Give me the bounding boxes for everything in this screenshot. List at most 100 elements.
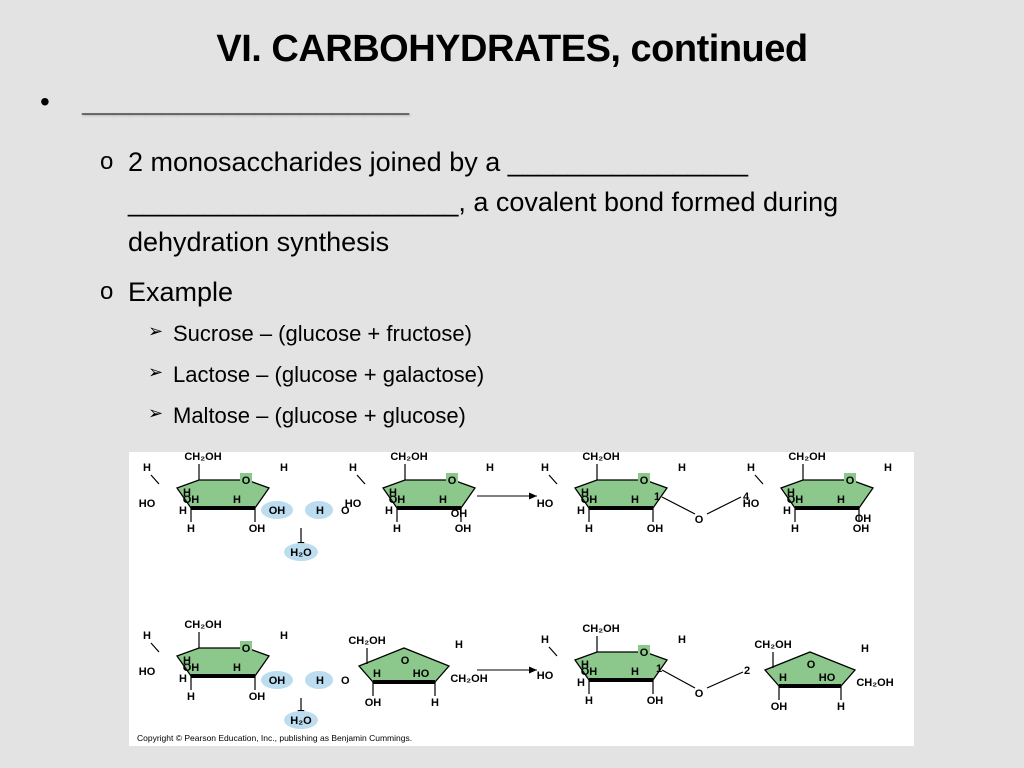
ho-label: HO xyxy=(413,668,430,680)
oh-label: OH xyxy=(853,523,870,535)
example-text: Maltose – (glucose + glucose) xyxy=(173,403,466,428)
h-label: H xyxy=(455,639,463,651)
sub-bullet-line: ______________________, a covalent bond … xyxy=(128,187,839,217)
bond-line xyxy=(754,474,764,485)
sub-bullet-marker: o xyxy=(100,148,114,175)
h-label: H xyxy=(280,630,288,642)
fill-in-blank: _____________________ xyxy=(82,86,410,117)
h-label: H xyxy=(373,668,381,680)
oh-label: OH xyxy=(647,523,664,535)
ring-oxygen: O xyxy=(640,647,649,659)
h-label: H xyxy=(280,462,288,474)
highlight-ellipse xyxy=(261,671,293,689)
oh-label: OH xyxy=(365,697,382,709)
h-label: H xyxy=(787,487,795,499)
h-label: H xyxy=(431,697,439,709)
sub-bullet-line: dehydration synthesis xyxy=(128,227,390,257)
ring-oxygen-bg xyxy=(399,653,411,666)
ring-oxygen: O xyxy=(448,475,457,487)
h-label: H xyxy=(631,666,639,678)
h-label: H xyxy=(541,634,549,646)
glycosidic-bond xyxy=(706,671,744,689)
glycosidic-bond xyxy=(706,496,742,515)
h-label: H xyxy=(349,462,357,474)
h-label: H xyxy=(747,462,755,474)
h-label: H xyxy=(385,505,393,517)
ring-oxygen-bg xyxy=(844,473,856,486)
example-text: Sucrose – (glucose + fructose) xyxy=(173,321,472,346)
ring-oxygen-bg xyxy=(240,641,252,654)
ring-oxygen: O xyxy=(807,659,816,671)
h-label: H xyxy=(393,523,401,535)
oh-label: OH xyxy=(771,701,788,713)
hydroxyl-label: OH xyxy=(269,505,286,517)
highlight-ellipse xyxy=(305,501,333,519)
h-label: H xyxy=(486,462,494,474)
h-label: H xyxy=(577,677,585,689)
h-label: H xyxy=(678,462,686,474)
h-label: H xyxy=(143,630,151,642)
h-label: H xyxy=(779,672,787,684)
copyright-notice: Copyright © Pearson Education, Inc., pub… xyxy=(137,733,413,743)
h-label: H xyxy=(631,494,639,506)
bond-line xyxy=(356,474,366,485)
ring-oxygen-bg xyxy=(638,645,650,658)
h-label: H xyxy=(233,662,241,674)
ho-label: HO xyxy=(345,498,362,510)
ring-oxygen: O xyxy=(846,475,855,487)
ho-label: HO xyxy=(537,498,554,510)
highlight-ellipse xyxy=(261,501,293,519)
carbon-number: 2 xyxy=(744,665,750,677)
ring-oxygen: O xyxy=(242,475,251,487)
h-label: H xyxy=(577,505,585,517)
bond-line xyxy=(548,474,558,485)
oh-label: OH xyxy=(855,513,872,525)
ch2oh-label: CH₂OH xyxy=(348,635,385,647)
ring-oxygen-bg xyxy=(240,473,252,486)
h-label: H xyxy=(837,494,845,506)
ch2oh-label: CH₂OH xyxy=(450,673,487,685)
water-label: H₂O xyxy=(290,547,312,559)
oh-label: OH xyxy=(249,691,266,703)
arrow-bullet-icon: ➢ xyxy=(148,321,164,341)
carbon-number: 1 xyxy=(654,491,660,503)
h-label: H xyxy=(837,701,845,713)
ch2oh-label: CH₂OH xyxy=(582,623,619,635)
oh-label: OH xyxy=(787,494,804,506)
h-label: H xyxy=(439,494,447,506)
ring-oxygen-bg xyxy=(805,657,817,670)
sub-bullet-line: 2 monosaccharides joined by a __________… xyxy=(128,147,748,177)
ring-oxygen-bg xyxy=(446,473,458,486)
glycosidic-bond xyxy=(661,669,696,689)
oh-label: OH xyxy=(389,494,406,506)
arrow-head xyxy=(529,492,537,500)
ch2oh-label: CH₂OH xyxy=(184,619,221,631)
highlight-ellipse xyxy=(284,711,318,729)
h-label: H xyxy=(316,675,324,687)
h-label: H xyxy=(179,505,187,517)
carbon-number: 1 xyxy=(656,663,662,675)
arrow-bullet-icon: ➢ xyxy=(148,403,164,423)
ch2oh-label: CH₂OH xyxy=(788,452,825,463)
h-label: H xyxy=(179,673,187,685)
h-label: H xyxy=(183,487,191,499)
h-label: H xyxy=(581,487,589,499)
ho-label: HO xyxy=(139,498,156,510)
arrow-head xyxy=(529,666,537,674)
water-label: H₂O xyxy=(290,715,312,727)
bullet-dot: • xyxy=(40,86,50,117)
h-label: H xyxy=(585,695,593,707)
ho-label: HO xyxy=(139,666,156,678)
example-text: Lactose – (glucose + galactose) xyxy=(173,362,485,387)
h-label: H xyxy=(541,462,549,474)
highlight-ellipse xyxy=(305,671,333,689)
slide-title: VI. CARBOHYDRATES, continued xyxy=(216,28,808,70)
ch2oh-label: CH₂OH xyxy=(856,677,893,689)
highlight-ellipse xyxy=(284,543,318,561)
ring-oxygen-bg xyxy=(638,473,650,486)
ring-oxygen: O xyxy=(242,643,251,655)
h-label: H xyxy=(861,643,869,655)
sub-bullet-line: Example xyxy=(128,277,234,307)
